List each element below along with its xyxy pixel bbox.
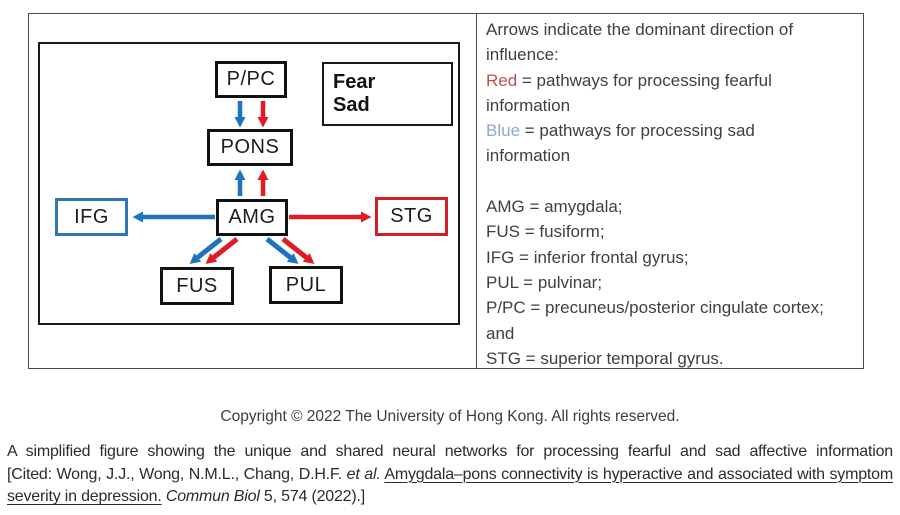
copyright-text: Copyright © 2022 The University of Hong … <box>220 408 680 425</box>
node-stg-label: STG <box>390 205 433 227</box>
info-panel-line: Arrows indicate the dominant direction o… <box>486 17 855 42</box>
text-segment: information <box>486 146 571 166</box>
legend-sad-label: Sad <box>333 94 370 116</box>
info-panel-line: IFG = inferior frontal gyrus; <box>486 245 855 270</box>
info-panel-line: information <box>486 143 855 168</box>
text-segment: STG = superior temporal gyrus. <box>486 348 724 368</box>
text-segment: and <box>486 323 515 343</box>
text-segment: P/PC = precuneus/posterior cingulate cor… <box>486 298 824 318</box>
info-panel-line: STG = superior temporal gyrus. <box>486 346 855 371</box>
legend-fear-label: Fear <box>333 71 376 93</box>
text-segment: = pathways for processing fearful <box>517 70 772 90</box>
node-fus: FUS <box>160 267 234 305</box>
info-panel-line <box>486 169 855 194</box>
text-segment: = pathways for processing sad <box>520 121 755 141</box>
node-ppc: P/PC <box>215 61 287 98</box>
caption-line: severity in depression. Commun Biol 5, 5… <box>7 486 893 509</box>
text-segment: FUS = fusiform; <box>486 222 605 242</box>
text-segment: IFG = inferior frontal gyrus; <box>486 247 689 267</box>
info-panel-line: information <box>486 93 855 118</box>
text-segment: severity in depression. <box>7 488 162 505</box>
figure-caption: A simplified figure showing the unique a… <box>7 441 893 509</box>
text-segment: 5, 574 (2022).] <box>259 488 366 505</box>
info-panel-line: AMG = amygdala; <box>486 194 855 219</box>
info-panel-line: FUS = fusiform; <box>486 219 855 244</box>
text-segment: Amygdala–pons connectivity is hyperactiv… <box>384 465 893 483</box>
text-segment: PUL = pulvinar; <box>486 272 603 292</box>
info-panel-line: influence: <box>486 42 855 67</box>
caption-line: A simplified figure showing the unique a… <box>7 441 893 464</box>
text-segment: Arrows indicate the dominant direction o… <box>486 20 794 39</box>
text-segment: Blue <box>486 121 521 141</box>
info-panel: Arrows indicate the dominant direction o… <box>479 14 859 368</box>
node-pul: PUL <box>269 266 343 304</box>
node-fus-label: FUS <box>176 274 218 297</box>
text-segment: et al. <box>346 465 381 483</box>
info-panel-line: Blue = pathways for processing sad <box>486 118 855 143</box>
text-segment: Red <box>486 70 518 90</box>
text-segment: [Cited: Wong, J.J., Wong, N.M.L., Chang,… <box>7 465 347 483</box>
panel-divider <box>476 13 477 369</box>
text-segment: influence: <box>486 45 559 65</box>
node-pons: PONS <box>207 129 293 166</box>
node-pul-label: PUL <box>285 273 327 296</box>
text-segment: A simplified figure showing the unique a… <box>7 443 893 460</box>
text-segment: Commun Biol <box>165 488 260 505</box>
info-panel-line: P/PC = precuneus/posterior cingulate cor… <box>486 295 855 320</box>
caption-line: [Cited: Wong, J.J., Wong, N.M.L., Chang,… <box>7 464 893 487</box>
node-pons-label: PONS <box>220 136 280 158</box>
info-panel-line: PUL = pulvinar; <box>486 270 855 295</box>
info-panel-line: and <box>486 321 855 346</box>
text-segment: information <box>486 95 571 115</box>
node-amg: AMG <box>216 199 288 236</box>
node-ifg-label: IFG <box>74 205 109 228</box>
node-stg: STG <box>375 197 448 236</box>
node-ppc-label: P/PC <box>226 68 276 90</box>
text-segment: AMG = amygdala; <box>486 197 623 217</box>
diagram-border <box>38 42 460 325</box>
node-amg-label: AMG <box>228 206 276 228</box>
legend-box <box>322 62 453 126</box>
info-panel-line: Red = pathways for processing fearful <box>486 68 855 93</box>
node-ifg: IFG <box>55 198 128 236</box>
